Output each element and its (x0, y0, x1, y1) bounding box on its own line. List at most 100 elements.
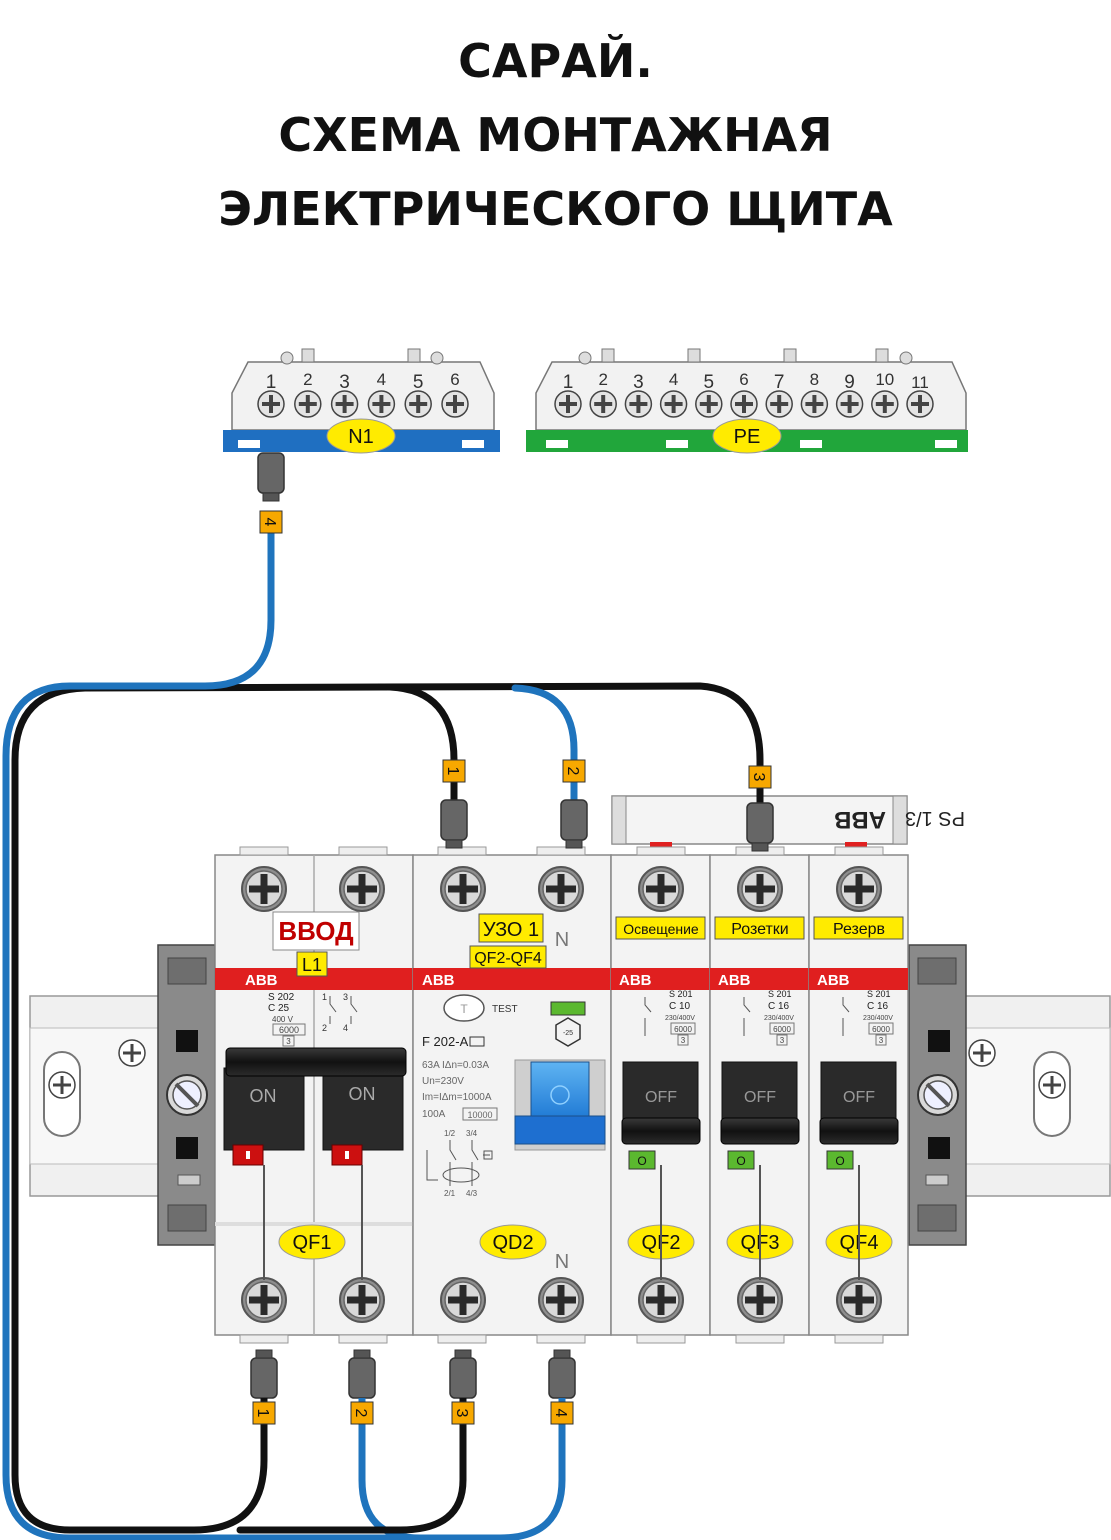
pe-number-7: 7 (774, 372, 785, 393)
page-title: САРАЙ. СХЕМА МОНТАЖНАЯ ЭЛЕКТРИЧЕСКОГО ЩИ… (0, 24, 1111, 246)
phase-wire-qd2 (236, 1416, 467, 1534)
ferrule-top-1 (257, 452, 285, 502)
pe-screw-4 (659, 390, 688, 418)
qd2-test-button-label: T (460, 1002, 468, 1016)
n1-number-4: 4 (377, 370, 386, 389)
n1-number-5: 5 (413, 372, 424, 393)
qf2-brand: ABB (619, 972, 652, 989)
pe-number-1: 1 (563, 372, 574, 393)
pe-screw-7 (765, 390, 793, 418)
pe-screw-5 (695, 390, 723, 418)
n1-screw-6 (441, 390, 469, 418)
qd2-name: УЗО 1 (483, 919, 539, 941)
qd2-terminal-bottom-1: 2/1 (444, 1189, 456, 1198)
svg-text:2: 2 (352, 1409, 369, 1418)
qd2-n-top: N (555, 929, 569, 951)
qf4-handle[interactable] (819, 1117, 899, 1145)
qd2-id: QD2 (492, 1232, 533, 1254)
pe-screw-8 (800, 390, 829, 418)
pe-screw-6 (730, 390, 758, 418)
ferrule-top-3 (560, 799, 588, 849)
neutral-wire-bus (2, 516, 566, 1540)
qd2-spec-2: Un=230V (422, 1076, 464, 1087)
svg-text:1: 1 (444, 767, 461, 776)
qf2-voltage: 230/400V (665, 1015, 695, 1022)
qf1-pole-1: 1 (322, 992, 327, 1002)
pe-screw-10 (871, 390, 899, 418)
qf2-handle[interactable] (621, 1117, 701, 1145)
n1-number-6: 6 (450, 370, 459, 389)
phase-wire-out (11, 682, 764, 1534)
qd2-test-label: TEST (492, 1004, 518, 1015)
n1-screw-5 (404, 390, 432, 418)
qf1-handle-text-2: ON (349, 1084, 376, 1104)
ferrule-bottom-2 (348, 1349, 376, 1399)
qd2-handle[interactable] (530, 1061, 590, 1121)
title-line-1: САРАЙ. (458, 34, 653, 88)
qd2-test-button[interactable] (443, 994, 485, 1022)
qf2-state: O (637, 1154, 646, 1168)
busbar-cover: ABB PS 1/3 (611, 795, 965, 847)
qd2-spec-4-value: 10000 (467, 1110, 492, 1120)
qf1-phase: L1 (302, 955, 322, 975)
ground-bus-label: PE (734, 426, 761, 448)
pe-number-11: 11 (911, 373, 929, 392)
qf1-model: S 202 (268, 992, 295, 1003)
qf4-brand: ABB (817, 972, 850, 989)
qf4-voltage: 230/400V (863, 1015, 893, 1022)
qf1-handle[interactable] (225, 1047, 407, 1077)
breaker-qf1[interactable]: ABB S 202 C 25 400 V 6000 3 1 3 2 4 ON O… (214, 846, 414, 1344)
pe-number-8: 8 (810, 370, 819, 389)
qd2-spec-4: 100A (422, 1109, 446, 1120)
qd2-status-window (550, 1001, 586, 1016)
qd2-spec-1: 63A IΔn=0.03A (422, 1060, 489, 1071)
qf4-rating: C 16 (867, 1001, 889, 1012)
qf4-model: S 201 (867, 989, 891, 999)
qf3-breaking: 6000 (773, 1025, 791, 1034)
qd2-terminal-top-1: 1/2 (444, 1129, 456, 1138)
busbar-cover-brand: ABB (834, 806, 886, 833)
svg-text:1: 1 (254, 1409, 271, 1418)
ferrule-bottom-3 (449, 1349, 477, 1399)
wire-tag-qd2-in-1: 3 (451, 1401, 475, 1425)
n1-number-2: 2 (303, 370, 312, 389)
qd2-spec-3: Im=IΔm=1000A (422, 1092, 492, 1103)
ferrule-bottom-4 (548, 1349, 576, 1399)
qd2-terminal-top-2: 3/4 (466, 1129, 478, 1138)
qf3-rating: C 16 (768, 1001, 790, 1012)
svg-text:3: 3 (453, 1409, 470, 1418)
qf4-indicator (826, 1150, 854, 1170)
qf3-handle[interactable] (720, 1117, 800, 1145)
neutral-bus-label: N1 (348, 426, 374, 448)
pe-screw-9 (835, 390, 864, 418)
qf1-id: QF1 (293, 1232, 332, 1254)
n1-screw-4 (367, 390, 396, 418)
qf2-name: Освещение (623, 921, 699, 937)
qf1-handle-text-1: ON (250, 1086, 277, 1106)
pe-number-6: 6 (739, 370, 748, 389)
qf2-class: 3 (681, 1036, 686, 1045)
qf1-pole-4: 4 (343, 1023, 348, 1033)
qf3-brand: ABB (718, 972, 751, 989)
qf3-class: 3 (780, 1036, 785, 1045)
qf4-handle-text: OFF (843, 1089, 875, 1106)
rcd-qd2[interactable]: ABB N N УЗО 1 QF2-QF4 T TEST -25 F 202-A… (412, 846, 612, 1344)
wire-tag-neutral-bus: 4 (259, 510, 283, 534)
qd2-temp: -25 (563, 1030, 573, 1037)
qf2-model: S 201 (669, 989, 693, 999)
qf4-name: Резерв (833, 921, 885, 938)
busbar-cover-model: PS 1/3 (905, 807, 965, 829)
wires (2, 516, 764, 1540)
n1-screw-1 (257, 390, 285, 418)
qf4-state: O (835, 1154, 844, 1168)
svg-text:2: 2 (564, 767, 581, 776)
wire-tag-busbar-phase: 3 (748, 765, 772, 789)
neutral-wire-qf1 (358, 1416, 424, 1540)
qf1-voltage: 400 V (272, 1015, 294, 1024)
qf2-indicator (628, 1150, 656, 1170)
n1-number-3: 3 (339, 372, 350, 393)
svg-text:3: 3 (750, 773, 767, 782)
qf1-class: 3 (286, 1037, 291, 1046)
